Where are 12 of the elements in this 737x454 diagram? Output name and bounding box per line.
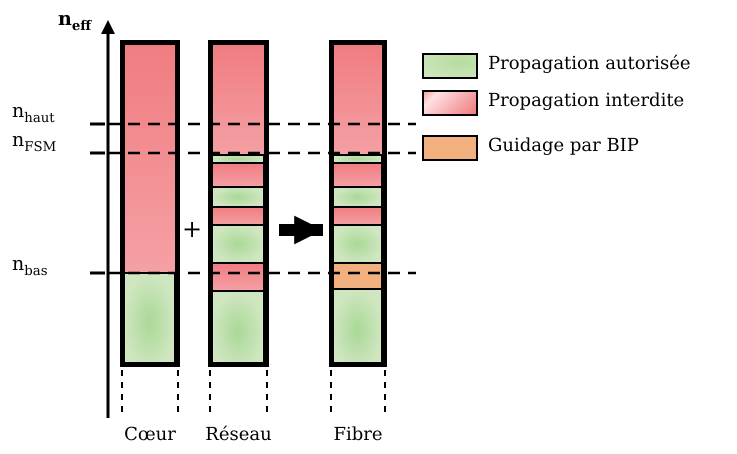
column-label: Réseau — [205, 424, 272, 445]
level-label: n$_{haut}$ — [12, 102, 55, 126]
level-label: n$_{bas}$ — [12, 255, 48, 278]
legend-label: Propagation autorisée — [488, 53, 690, 74]
plus-sign: + — [182, 217, 202, 241]
legend-label: Guidage par BIP — [488, 135, 639, 156]
legend-label: Propagation interdite — [488, 90, 684, 111]
column-label: Fibre — [333, 424, 383, 445]
arrow — [279, 216, 323, 244]
column-label: Cœur — [124, 424, 176, 445]
level-label: n$_{FSM}$ — [12, 131, 56, 154]
axis-label: n$_{eff}$ — [58, 10, 92, 34]
